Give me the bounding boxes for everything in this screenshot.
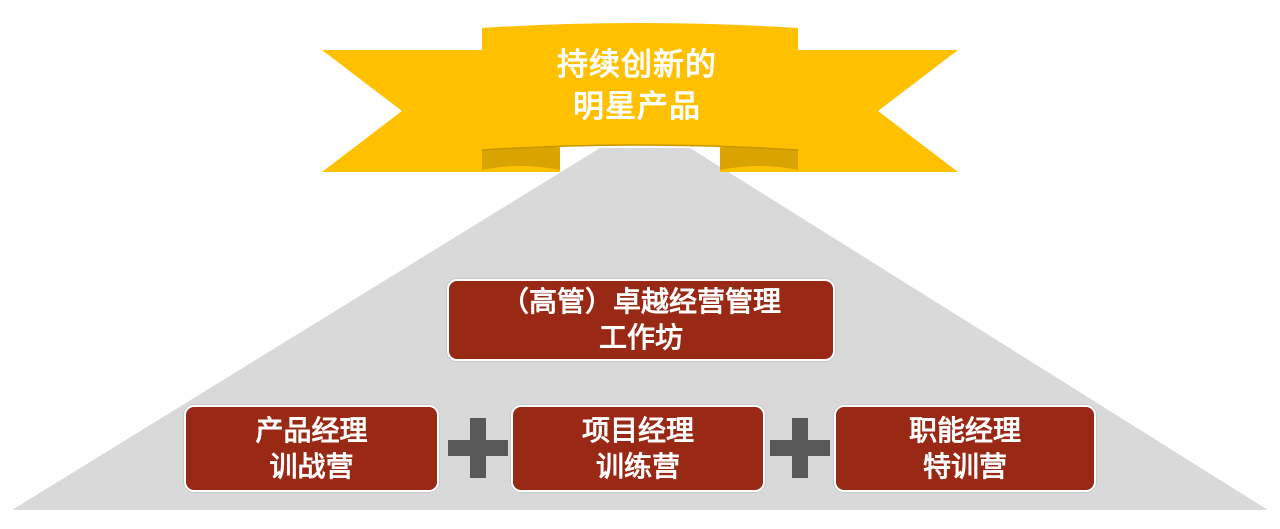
ribbon-front — [482, 23, 798, 150]
ribbon-right-fold — [720, 144, 798, 170]
bottom-box-2-line-2: 训练营 — [595, 449, 680, 483]
banner-title: 持续创新的 明星产品 — [482, 44, 792, 128]
top-box: （高管）卓越经营管理 工作坊 — [447, 279, 835, 361]
plus-icon-2 — [770, 418, 830, 478]
bottom-box-2-line-1: 项目经理 — [581, 413, 694, 447]
top-box-line-2: 工作坊 — [598, 321, 683, 354]
ribbon-front-edge — [481, 144, 799, 151]
bottom-box-3-line-2: 特训营 — [922, 449, 1007, 483]
plus-icon-1 — [448, 418, 508, 478]
bottom-box-3-line-1: 职能经理 — [908, 413, 1021, 447]
bottom-box-2: 项目经理 训练营 — [511, 405, 765, 492]
bottom-box-1-line-2: 训战营 — [269, 449, 354, 483]
top-box-line-1: （高管）卓越经营管理 — [500, 285, 781, 318]
ribbon-left-fold — [482, 144, 560, 170]
bottom-box-1-line-1: 产品经理 — [255, 413, 368, 447]
bottom-box-1: 产品经理 训战营 — [184, 405, 439, 492]
banner-line-2: 明星产品 — [573, 89, 701, 125]
banner-line-1: 持续创新的 — [557, 47, 717, 83]
bottom-box-3: 职能经理 特训营 — [834, 405, 1096, 492]
